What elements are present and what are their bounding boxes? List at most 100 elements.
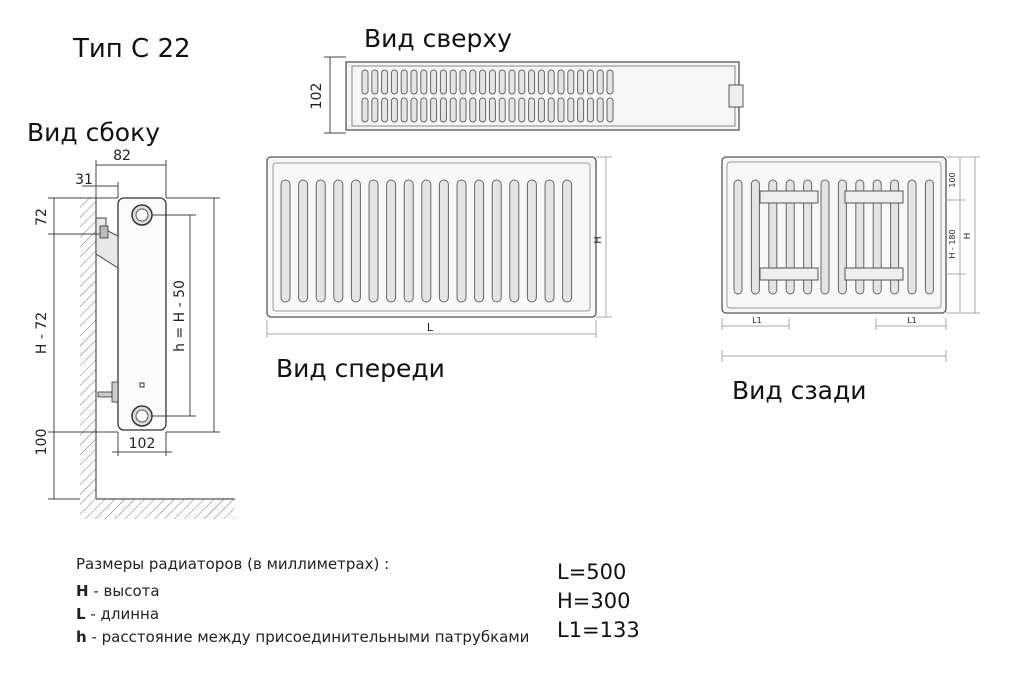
top-fin — [410, 69, 418, 95]
front-height-dim: H — [593, 236, 604, 244]
top-fin — [577, 97, 585, 123]
side-height-dim: H - 72 — [34, 312, 50, 354]
front-fin — [456, 179, 467, 303]
back-fin — [820, 179, 830, 295]
top-fin — [488, 69, 496, 95]
top-fin — [400, 97, 408, 123]
top-fin — [479, 69, 487, 95]
front-view-label: Вид спереди — [276, 354, 445, 383]
back-top-dim: 100 — [948, 172, 957, 187]
back-fin — [872, 179, 882, 295]
back-l1-right-dim: L1 — [907, 316, 917, 325]
top-fin — [577, 69, 585, 95]
top-fin — [361, 69, 369, 95]
top-fin — [449, 69, 457, 95]
back-height-dim: H — [963, 233, 973, 240]
top-fin — [400, 69, 408, 95]
side-offset-dim: 31 — [75, 172, 93, 188]
side-base-dim: 102 — [129, 436, 156, 452]
top-fin — [498, 97, 506, 123]
legend-key: L — [76, 605, 86, 623]
back-fin — [907, 179, 917, 295]
front-fin — [280, 179, 291, 303]
top-depth-dim: 102 — [309, 83, 325, 110]
front-fin — [386, 179, 397, 303]
top-fin — [469, 97, 477, 123]
back-fin — [803, 179, 813, 295]
legend-header: Размеры радиаторов (в миллиметрах) : — [76, 555, 390, 573]
back-fin — [890, 179, 900, 295]
back-view-fins — [733, 179, 934, 295]
top-fin — [508, 97, 516, 123]
front-fin — [350, 179, 361, 303]
legend-desc: - расстояние между присоединительными па… — [86, 628, 530, 646]
front-fin — [421, 179, 432, 303]
legend-row-h-lower: h - расстояние между присоединительными … — [76, 628, 529, 646]
top-fin — [420, 97, 428, 123]
back-fin — [750, 179, 760, 295]
legend-key: H — [76, 582, 89, 600]
side-bottom-dim: 100 — [34, 429, 50, 456]
top-fin — [606, 69, 614, 95]
front-fin — [298, 179, 309, 303]
top-fin — [449, 97, 457, 123]
side-view-drawing: 82 31 72 H - 72 100 h = H - 50 102 — [34, 148, 235, 519]
top-fin — [528, 97, 536, 123]
top-fin — [518, 69, 526, 95]
top-fin — [557, 69, 565, 95]
top-fin — [547, 69, 555, 95]
top-fin — [537, 69, 545, 95]
legend-desc: - длинна — [85, 605, 160, 623]
front-fin — [474, 179, 485, 303]
side-top-dim: 72 — [34, 208, 50, 226]
front-fin — [315, 179, 326, 303]
back-fin — [837, 179, 847, 295]
top-fin — [381, 69, 389, 95]
side-width-dim: 82 — [113, 148, 131, 164]
top-fin — [381, 97, 389, 123]
top-fin — [488, 97, 496, 123]
top-fin — [596, 69, 604, 95]
radiator-type-label: Тип С 22 — [73, 34, 191, 64]
top-fin — [508, 69, 516, 95]
front-view-fins — [280, 179, 573, 303]
value-l1: L1=133 — [557, 618, 640, 642]
legend-key: h — [76, 628, 87, 646]
front-fin — [526, 179, 537, 303]
top-fin — [459, 69, 467, 95]
top-fin — [528, 69, 536, 95]
top-fin — [439, 69, 447, 95]
top-fin — [410, 97, 418, 123]
value-length: L=500 — [557, 560, 627, 584]
front-fin — [509, 179, 520, 303]
top-fin — [606, 97, 614, 123]
front-fin — [368, 179, 379, 303]
top-fin — [459, 97, 467, 123]
top-fin — [547, 97, 555, 123]
top-fin — [586, 69, 594, 95]
top-fin — [420, 69, 428, 95]
back-view-label: Вид сзади — [732, 376, 867, 405]
front-length-dim: L — [427, 321, 434, 334]
front-fin — [562, 179, 573, 303]
top-fin — [371, 97, 379, 123]
top-fin — [430, 69, 438, 95]
top-fin — [537, 97, 545, 123]
top-fin — [479, 97, 487, 123]
front-fin — [403, 179, 414, 303]
back-fin — [768, 179, 778, 295]
top-fin — [469, 69, 477, 95]
top-fin — [439, 97, 447, 123]
front-fin — [491, 179, 502, 303]
back-view-drawing: 100 H - 180 H L1 L1 — [721, 156, 980, 362]
top-fin — [371, 69, 379, 95]
top-fin — [586, 97, 594, 123]
top-fin — [567, 97, 575, 123]
top-fin — [567, 69, 575, 95]
top-fin — [361, 97, 369, 123]
top-fin — [557, 97, 565, 123]
top-fin — [596, 97, 604, 123]
top-view-fins — [361, 69, 614, 123]
back-fin — [785, 179, 795, 295]
